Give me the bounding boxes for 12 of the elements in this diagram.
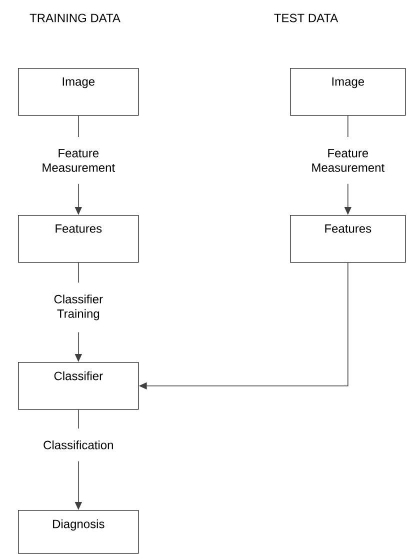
process-box: Image [290,68,406,116]
process-box: Classifier [18,362,139,410]
edge-label: Classifier Training [39,282,118,332]
process-box: Diagnosis [18,510,139,554]
heading: TEST DATA [274,14,338,22]
process-box: Image [18,68,139,116]
process-box: Features [18,215,139,263]
edge-label: Feature Measurement [308,137,387,184]
process-box: Features [290,215,406,263]
heading: TRAINING DATA [30,14,120,22]
edge-label: Feature Measurement [39,137,118,184]
edge-label: Classification [39,428,118,462]
